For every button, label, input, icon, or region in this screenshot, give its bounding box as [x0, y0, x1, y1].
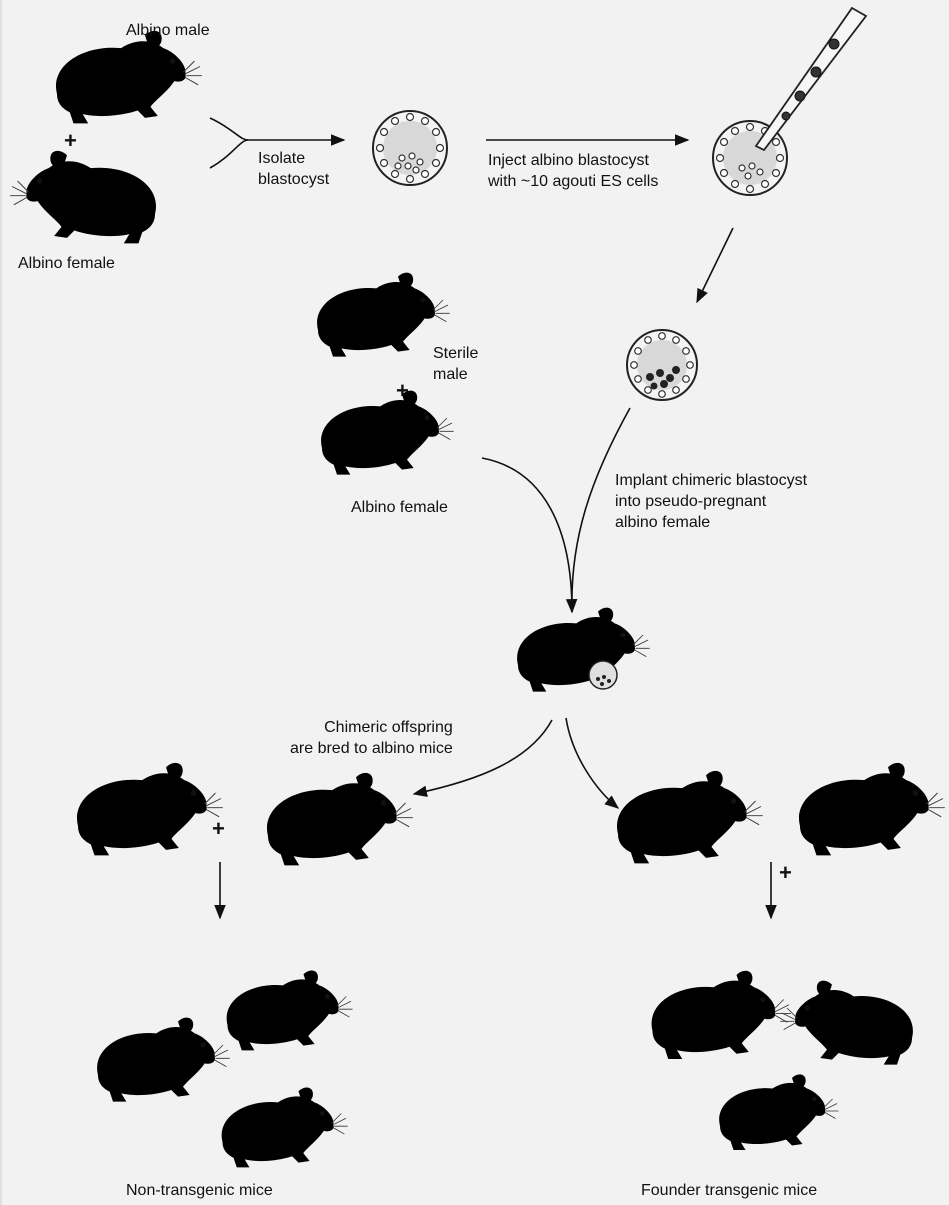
inject-label: Inject albino blastocyst with ~10 agouti… — [488, 150, 658, 192]
plus-sign-top: + — [64, 130, 77, 152]
founder-transgenic-label: Founder transgenic mice — [641, 1180, 817, 1201]
implanted-blastocyst — [589, 661, 617, 689]
injection-pipette — [756, 8, 866, 150]
plus-sign-right: + — [779, 862, 792, 884]
inject-label-line-1: Inject albino blastocyst — [488, 152, 649, 169]
chimeric-blastocyst — [627, 330, 697, 400]
albino-female-mid-label: Albino female — [351, 497, 448, 518]
isolate-label-line-1: Isolate — [258, 150, 305, 167]
plus-sign-mid: + — [396, 380, 409, 402]
isolate-label-line-2: blastocyst — [258, 171, 329, 188]
merge-arrow-top — [210, 118, 248, 140]
chimeric-label-line-1: Chimeric offspring — [324, 719, 453, 736]
isolate-blastocyst-label: Isolate blastocyst — [258, 148, 329, 190]
non-transgenic-label: Non-transgenic mice — [126, 1180, 273, 1201]
chimeric-offspring-label: Chimeric offspring are bred to albino mi… — [290, 717, 453, 759]
sterile-label-line-2: male — [433, 366, 468, 383]
chimeric-label-line-2: are bred to albino mice — [290, 740, 453, 757]
sterile-label-line-1: Sterile — [433, 345, 478, 362]
arrow-to-chimeric-blastocyst — [697, 228, 733, 302]
implant-label-line-3: albino female — [615, 514, 710, 531]
implant-label-line-1: Implant chimeric blastocyst — [615, 472, 807, 489]
albino-blastocyst — [373, 111, 447, 185]
albino-male-label: Albino male — [126, 20, 210, 41]
sterile-male-label: Sterile male — [433, 343, 478, 385]
plus-sign-left: + — [212, 818, 225, 840]
arrow-surrogate — [482, 458, 572, 612]
implant-label-line-2: into pseudo-pregnant — [615, 493, 766, 510]
arrow-offspring-right — [566, 718, 618, 808]
inject-label-line-2: with ~10 agouti ES cells — [488, 173, 658, 190]
implant-label: Implant chimeric blastocyst into pseudo-… — [615, 470, 807, 533]
merge-arrow-bottom — [210, 140, 248, 168]
albino-female-top-label: Albino female — [18, 253, 115, 274]
